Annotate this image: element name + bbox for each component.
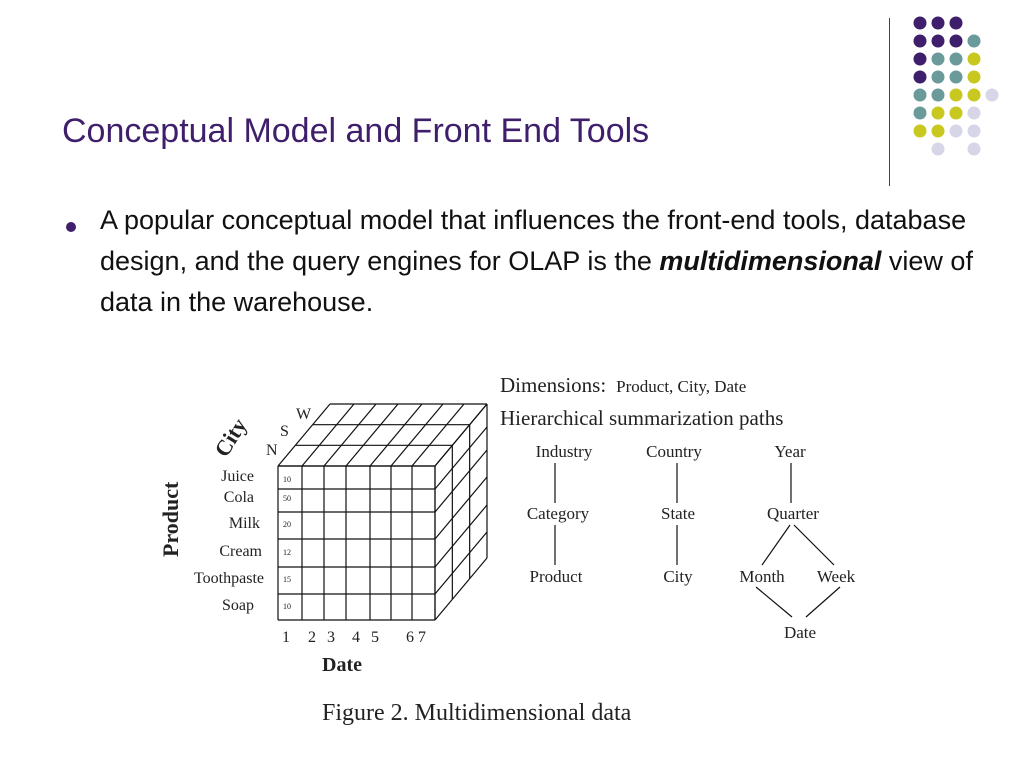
cube-right-depth-line bbox=[434, 504, 488, 568]
decorative-dot-grid bbox=[913, 16, 999, 156]
product-labels: Juice Cola Milk Cream Toothpaste Soap bbox=[194, 468, 264, 614]
hierarchy-quarter: Quarter bbox=[767, 504, 819, 523]
cell-value: 10 bbox=[283, 602, 291, 611]
hierarchy-heading: Hierarchical summarization paths bbox=[500, 406, 783, 430]
date-tick-5: 5 bbox=[371, 629, 379, 646]
cube-top-depth-line bbox=[390, 403, 444, 467]
hierarchy-date: Date bbox=[784, 623, 816, 642]
date-tick-labels: 1 2 3 4 5 6 7 bbox=[282, 629, 426, 646]
cube-right-depth-line bbox=[434, 531, 488, 595]
multidimensional-data-figure: City W S N Product Juice Cola Milk Cream… bbox=[158, 373, 856, 726]
cell-value: 12 bbox=[283, 548, 291, 557]
product-label-cream: Cream bbox=[219, 543, 262, 560]
cube-top-depth-line bbox=[411, 403, 465, 467]
cube-top-depth-line bbox=[369, 403, 423, 467]
cube-right-depth-line bbox=[434, 403, 488, 467]
figure-caption: Figure 2. Multidimensional data bbox=[322, 700, 632, 726]
city-value-w: W bbox=[296, 406, 312, 423]
data-cube bbox=[277, 403, 488, 621]
cube-right-depth-line bbox=[434, 426, 488, 490]
bullet-dot bbox=[66, 222, 76, 232]
product-label-toothpaste: Toothpaste bbox=[194, 570, 264, 587]
date-tick-2: 2 bbox=[308, 629, 316, 646]
cell-value: 50 bbox=[283, 494, 291, 503]
bullet-text-after: view of data in the warehouse. bbox=[100, 246, 973, 317]
bullet-text: A popular conceptual model that influenc… bbox=[100, 200, 980, 323]
hierarchy-year: Year bbox=[774, 442, 806, 461]
hierarchy-city: City bbox=[663, 567, 693, 586]
city-hierarchy: Country State City bbox=[646, 442, 702, 586]
dimensions-line: Dimensions: Product, City, Date bbox=[500, 373, 746, 397]
bullet-text-before: A popular conceptual model that influenc… bbox=[100, 205, 967, 276]
product-label-juice: Juice bbox=[221, 468, 254, 485]
slide-title: Conceptual Model and Front End Tools bbox=[62, 112, 650, 150]
cube-right-depth-line bbox=[434, 557, 488, 621]
date-tick-7: 7 bbox=[418, 629, 426, 646]
product-label-cola: Cola bbox=[224, 489, 254, 506]
hierarchy-industry: Industry bbox=[536, 442, 593, 461]
city-value-n: N bbox=[266, 442, 278, 459]
cube-top-depth-line bbox=[301, 403, 355, 467]
city-value-s: S bbox=[280, 423, 289, 440]
cell-value: 20 bbox=[283, 520, 291, 529]
hierarchy-country: Country bbox=[646, 442, 702, 461]
cube-right-depth-line bbox=[434, 476, 488, 540]
bullet-emphasis: multidimensional bbox=[659, 246, 882, 276]
hierarchy-month: Month bbox=[739, 567, 785, 586]
date-tick-1: 1 bbox=[282, 629, 290, 646]
product-hierarchy: Industry Category Product bbox=[527, 442, 593, 586]
dimensions-list: Product, City, Date bbox=[616, 377, 746, 396]
hierarchy-product: Product bbox=[530, 567, 583, 586]
cell-value: 10 bbox=[283, 475, 291, 484]
product-label-milk: Milk bbox=[229, 515, 260, 532]
cell-value: 15 bbox=[283, 575, 291, 584]
cube-top-depth-line bbox=[345, 403, 399, 467]
cube-right-depth-line bbox=[434, 449, 488, 513]
date-tick-6: 6 bbox=[406, 629, 414, 646]
hierarchy-state: State bbox=[661, 504, 695, 523]
hierarchy-week: Week bbox=[817, 567, 856, 586]
product-axis-label: Product bbox=[158, 481, 183, 557]
product-label-soap: Soap bbox=[222, 597, 254, 614]
dimensions-label: Dimensions: bbox=[500, 373, 606, 397]
date-tick-3: 3 bbox=[327, 629, 335, 646]
date-axis-label: Date bbox=[322, 654, 362, 676]
cube-top-depth-line bbox=[323, 403, 377, 467]
city-axis-label: City bbox=[209, 414, 252, 461]
date-hierarchy: Year Quarter Month Week Date bbox=[739, 442, 855, 642]
cell-values: 10 50 20 12 15 10 bbox=[283, 475, 291, 611]
cube-top-depth-line bbox=[277, 403, 331, 467]
date-tick-4: 4 bbox=[352, 629, 360, 646]
title-divider bbox=[889, 18, 890, 186]
hierarchy-category: Category bbox=[527, 504, 590, 523]
